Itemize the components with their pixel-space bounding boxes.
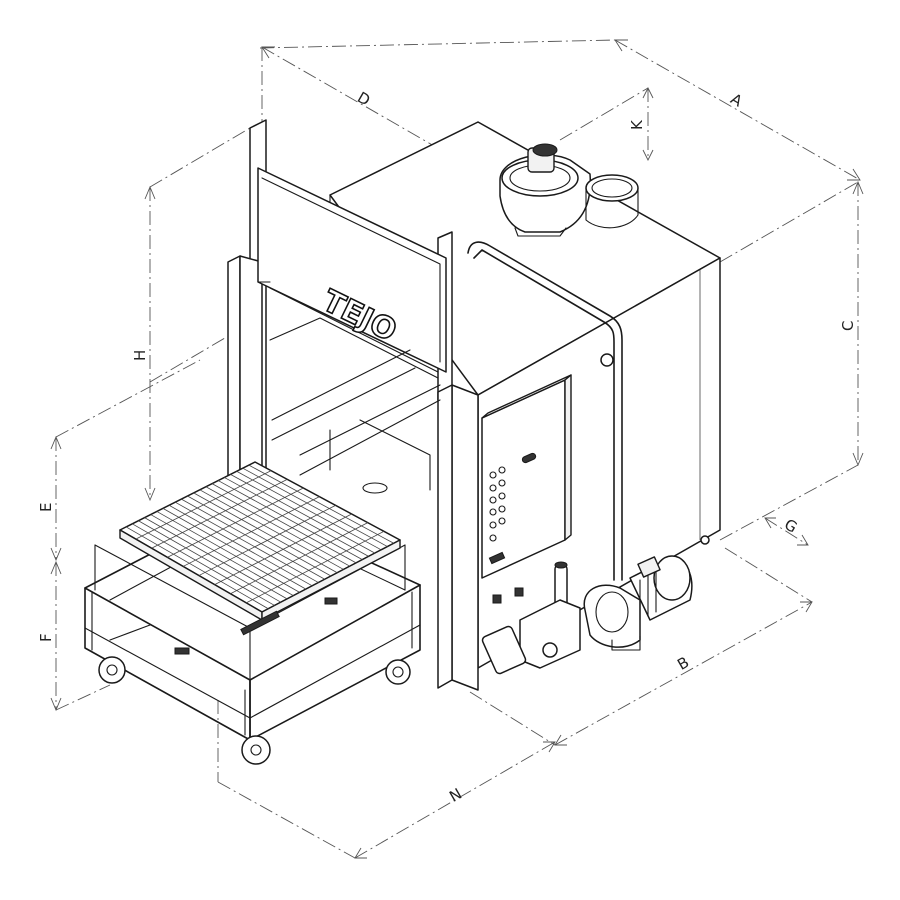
pump-assembly [481,535,710,675]
label-d: D [354,88,373,109]
label-g: G [781,515,800,536]
label-b: B [674,653,692,674]
label-a: A [727,90,746,111]
dimension-lines [50,39,864,859]
control-panel [481,374,572,604]
label-k: K [628,119,646,130]
label-h: H [131,350,149,361]
exhaust-fan [499,143,639,237]
return-pipe [467,241,623,581]
label-n: N [446,785,465,806]
grating-deck [119,461,401,636]
label-e: E [37,503,55,512]
label-c: C [839,321,857,331]
label-f: F [37,633,55,642]
